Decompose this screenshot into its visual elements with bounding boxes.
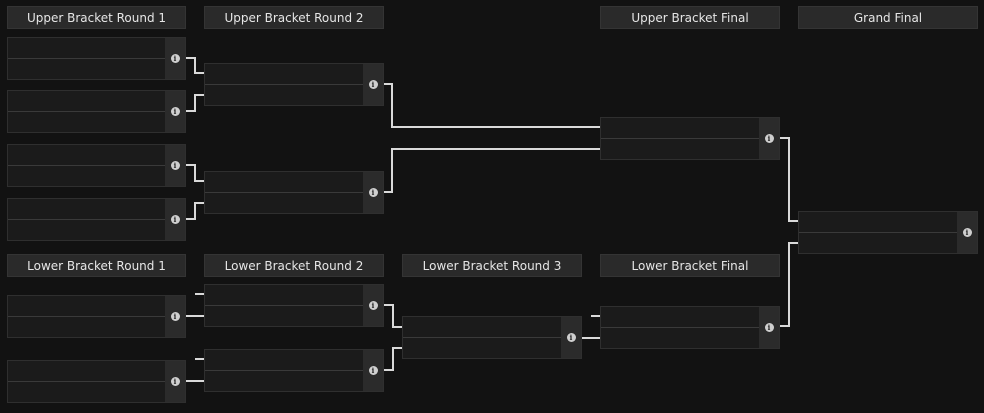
header-upper-final: Upper Bracket Final — [600, 6, 780, 29]
team-slot[interactable] — [8, 317, 165, 337]
info-icon: i — [764, 134, 774, 143]
team-slot[interactable] — [8, 296, 165, 317]
info-icon: i — [566, 333, 576, 342]
info-icon: i — [368, 80, 378, 89]
info-button[interactable]: i — [165, 296, 185, 337]
info-button[interactable]: i — [363, 172, 383, 213]
info-button[interactable]: i — [165, 38, 185, 79]
team-slot[interactable] — [601, 328, 759, 348]
team-slot[interactable] — [205, 306, 363, 326]
info-icon: i — [170, 215, 180, 224]
info-button[interactable]: i — [759, 118, 779, 159]
info-button[interactable]: i — [363, 64, 383, 105]
header-upper-round-1: Upper Bracket Round 1 — [7, 6, 186, 29]
team-slot[interactable] — [8, 145, 165, 166]
team-slot[interactable] — [205, 285, 363, 306]
team-slot[interactable] — [8, 112, 165, 132]
info-icon: i — [368, 366, 378, 375]
info-button[interactable]: i — [165, 199, 185, 240]
info-button[interactable]: i — [165, 361, 185, 402]
team-slot[interactable] — [8, 361, 165, 382]
info-button[interactable]: i — [165, 145, 185, 186]
team-slot[interactable] — [8, 59, 165, 79]
match-lb-r3: i — [402, 316, 582, 359]
team-slot[interactable] — [601, 118, 759, 139]
team-slot[interactable] — [8, 382, 165, 402]
info-button[interactable]: i — [561, 317, 581, 358]
match-ub-r1-2: i — [7, 90, 186, 133]
header-lower-round-3: Lower Bracket Round 3 — [402, 254, 582, 277]
header-lower-round-2: Lower Bracket Round 2 — [204, 254, 384, 277]
team-slot[interactable] — [799, 233, 957, 253]
team-slot[interactable] — [205, 64, 363, 85]
match-ub-r1-4: i — [7, 198, 186, 241]
match-ub-final: i — [600, 117, 780, 160]
team-slot[interactable] — [205, 193, 363, 213]
info-icon: i — [368, 301, 378, 310]
team-slot[interactable] — [8, 199, 165, 220]
match-lb-r1-2: i — [7, 360, 186, 403]
info-icon: i — [170, 377, 180, 386]
info-button[interactable]: i — [759, 307, 779, 348]
match-ub-r1-1: i — [7, 37, 186, 80]
info-button[interactable]: i — [363, 285, 383, 326]
info-button[interactable]: i — [957, 212, 977, 253]
match-lb-r2-2: i — [204, 349, 384, 392]
team-slot[interactable] — [403, 338, 561, 358]
team-slot[interactable] — [403, 317, 561, 338]
info-icon: i — [764, 323, 774, 332]
team-slot[interactable] — [8, 91, 165, 112]
info-button[interactable]: i — [165, 91, 185, 132]
match-ub-r1-3: i — [7, 144, 186, 187]
team-slot[interactable] — [8, 220, 165, 240]
team-slot[interactable] — [601, 139, 759, 159]
info-icon: i — [962, 228, 972, 237]
team-slot[interactable] — [8, 166, 165, 186]
info-icon: i — [170, 312, 180, 321]
match-ub-r2-1: i — [204, 63, 384, 106]
header-grand-final: Grand Final — [798, 6, 978, 29]
header-lower-round-1: Lower Bracket Round 1 — [7, 254, 186, 277]
header-lower-final: Lower Bracket Final — [600, 254, 780, 277]
match-lb-final: i — [600, 306, 780, 349]
info-icon: i — [170, 107, 180, 116]
team-slot[interactable] — [205, 172, 363, 193]
team-slot[interactable] — [205, 350, 363, 371]
header-upper-round-2: Upper Bracket Round 2 — [204, 6, 384, 29]
team-slot[interactable] — [205, 85, 363, 105]
team-slot[interactable] — [205, 371, 363, 391]
info-icon: i — [170, 54, 180, 63]
match-lb-r1-1: i — [7, 295, 186, 338]
info-icon: i — [170, 161, 180, 170]
team-slot[interactable] — [799, 212, 957, 233]
match-lb-r2-1: i — [204, 284, 384, 327]
team-slot[interactable] — [8, 38, 165, 59]
info-icon: i — [368, 188, 378, 197]
team-slot[interactable] — [601, 307, 759, 328]
match-grand-final: i — [798, 211, 978, 254]
match-ub-r2-2: i — [204, 171, 384, 214]
info-button[interactable]: i — [363, 350, 383, 391]
